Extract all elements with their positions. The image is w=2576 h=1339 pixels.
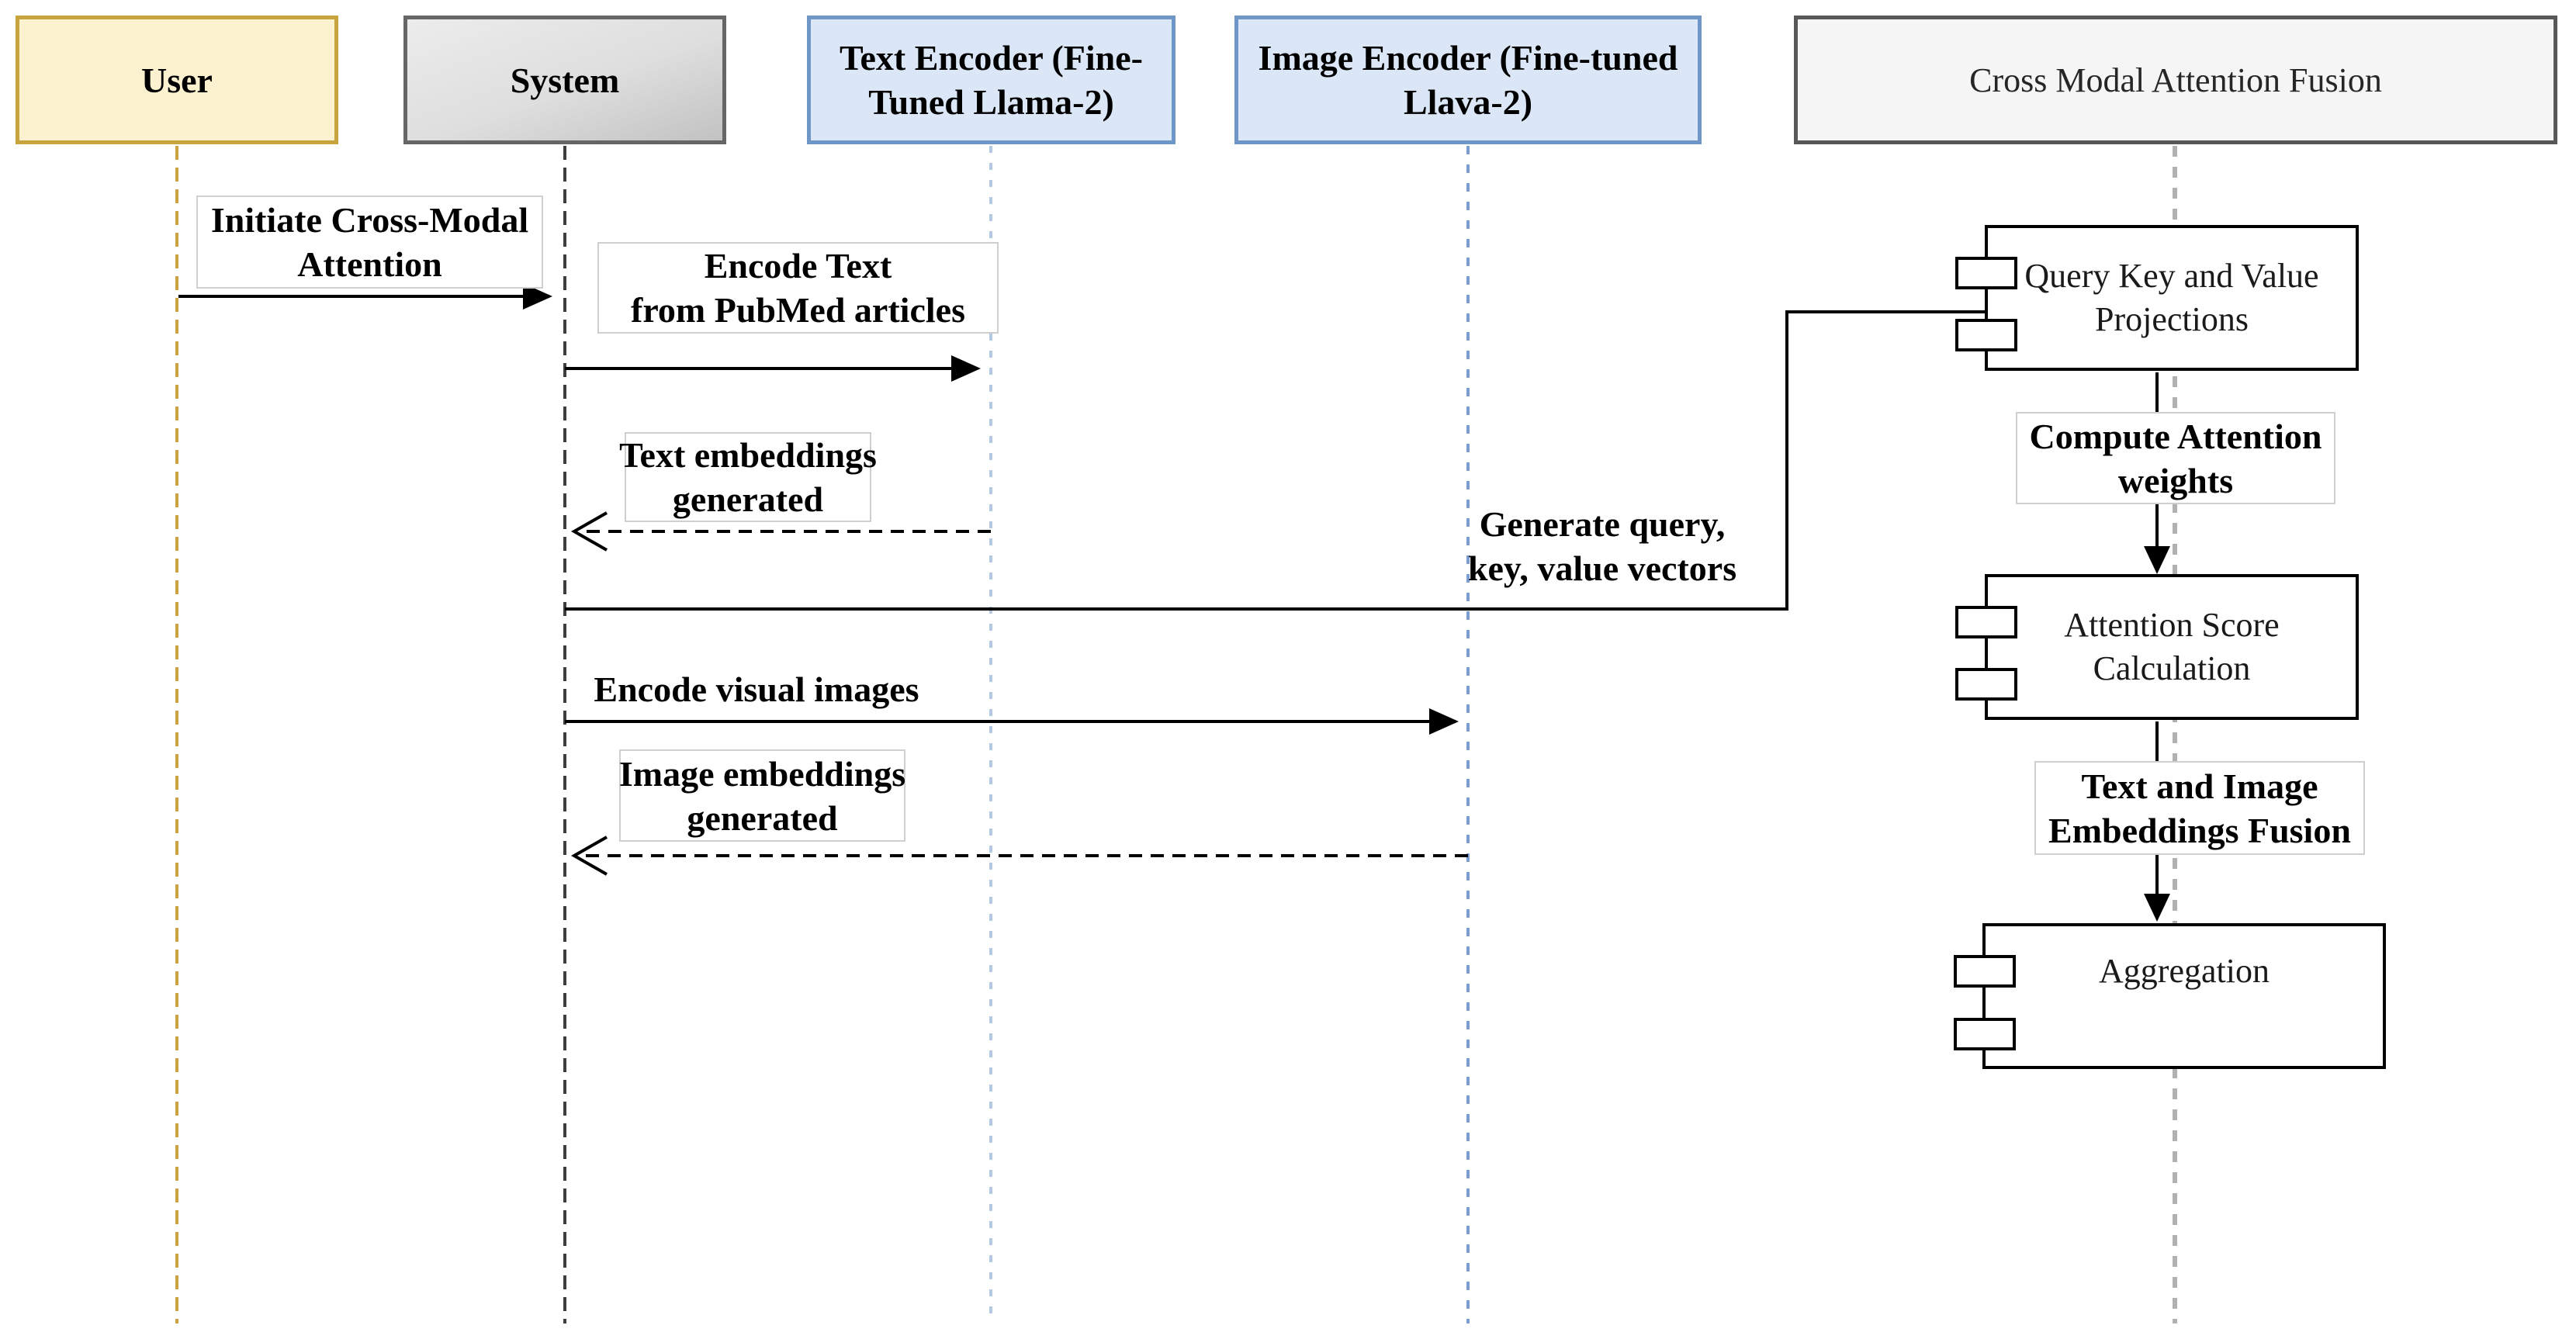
flow-label-embeddings-fusion: Text and Image Embeddings Fusion [2034, 761, 2365, 855]
message-encode-text-label: Encode Text from PubMed articles [597, 242, 999, 334]
message-encode-text-line1: Encode Text [704, 246, 892, 285]
message-initiate-line2: Attention [297, 244, 442, 284]
message-text-embeddings-line2: generated [672, 479, 824, 519]
message-initiate-label: Initiate Cross-Modal Attention [196, 195, 543, 289]
message-image-embeddings-line2: generated [687, 798, 838, 838]
component-port-icon [1954, 1018, 2016, 1050]
component-port-icon [1955, 257, 2017, 289]
participant-image-encoder: Image Encoder (Fine-tuned Llava-2) [1234, 16, 1702, 144]
message-image-embeddings-label: Image embeddings generated [619, 749, 905, 842]
flow-label-compute-attention-line2: weights [2117, 460, 2234, 500]
participant-system-label: System [510, 60, 620, 100]
component-aggregation-line1: Aggregation [2099, 952, 2270, 990]
participant-image-encoder-label-line1: Image Encoder (Fine-tuned [1258, 38, 1678, 78]
message-encode-text-line2: from PubMed articles [631, 290, 965, 330]
flow-label-embeddings-fusion-line2: Embeddings Fusion [2048, 810, 2351, 850]
component-port-icon [1955, 606, 2017, 638]
arrow-encode-text-head-icon [951, 355, 981, 382]
arrow-image-embeddings-head-icon [570, 836, 608, 876]
component-qkv-projections-line2: Projections [2095, 300, 2249, 338]
component-attention-score-line2: Calculation [2093, 649, 2251, 687]
message-encode-images-line1: Encode visual images [594, 669, 919, 709]
component-attention-score: Attention Score Calculation [1985, 574, 2359, 720]
flow-arrow-compute-head-icon [2144, 546, 2170, 574]
component-port-icon [1955, 668, 2017, 701]
participant-user-label: User [141, 60, 213, 100]
flow-arrow-fusion-head-icon [2144, 894, 2170, 922]
participant-fusion-label: Cross Modal Attention Fusion [1969, 61, 2382, 99]
component-aggregation: Aggregation [1982, 923, 2386, 1069]
participant-fusion: Cross Modal Attention Fusion [1794, 16, 2557, 144]
participant-text-encoder: Text Encoder (Fine- Tuned Llama-2) [807, 16, 1175, 144]
message-encode-images-label: Encode visual images [574, 666, 939, 712]
arrow-generate-qkv-path [565, 310, 1986, 611]
component-port-icon [1954, 955, 2016, 988]
participant-user: User [16, 16, 338, 144]
message-image-embeddings-line1: Image embeddings [618, 753, 906, 794]
arrow-initiate-head-icon [523, 283, 552, 310]
message-text-embeddings-line1: Text embeddings [619, 435, 877, 475]
message-generate-qkv-label: Generate query, key, value vectors [1432, 503, 1773, 590]
participant-system: System [403, 16, 726, 144]
arrow-encode-images-head-icon [1429, 708, 1459, 735]
participant-text-encoder-label-line2: Tuned Llama-2) [868, 82, 1114, 122]
flow-label-compute-attention-weights: Compute Attention weights [2016, 412, 2335, 504]
participant-text-encoder-label-line1: Text Encoder (Fine- [840, 38, 1143, 78]
component-qkv-projections: Query Key and Value Projections [1985, 225, 2359, 371]
flow-label-embeddings-fusion-line1: Text and Image [2081, 766, 2318, 806]
message-generate-qkv-line2: key, value vectors [1467, 548, 1737, 588]
component-port-icon [1955, 319, 2017, 351]
message-text-embeddings-label: Text embeddings generated [619, 432, 877, 522]
flow-label-compute-attention-line1: Compute Attention [2029, 416, 2322, 456]
arrow-text-embeddings-head-icon [570, 511, 608, 552]
component-qkv-projections-line1: Query Key and Value [2024, 257, 2319, 295]
component-attention-score-line1: Attention Score [2064, 606, 2280, 644]
message-generate-qkv-line1: Generate query, [1479, 504, 1726, 544]
message-initiate-line1: Initiate Cross-Modal [210, 200, 529, 240]
participant-image-encoder-label-line2: Llava-2) [1403, 82, 1533, 122]
